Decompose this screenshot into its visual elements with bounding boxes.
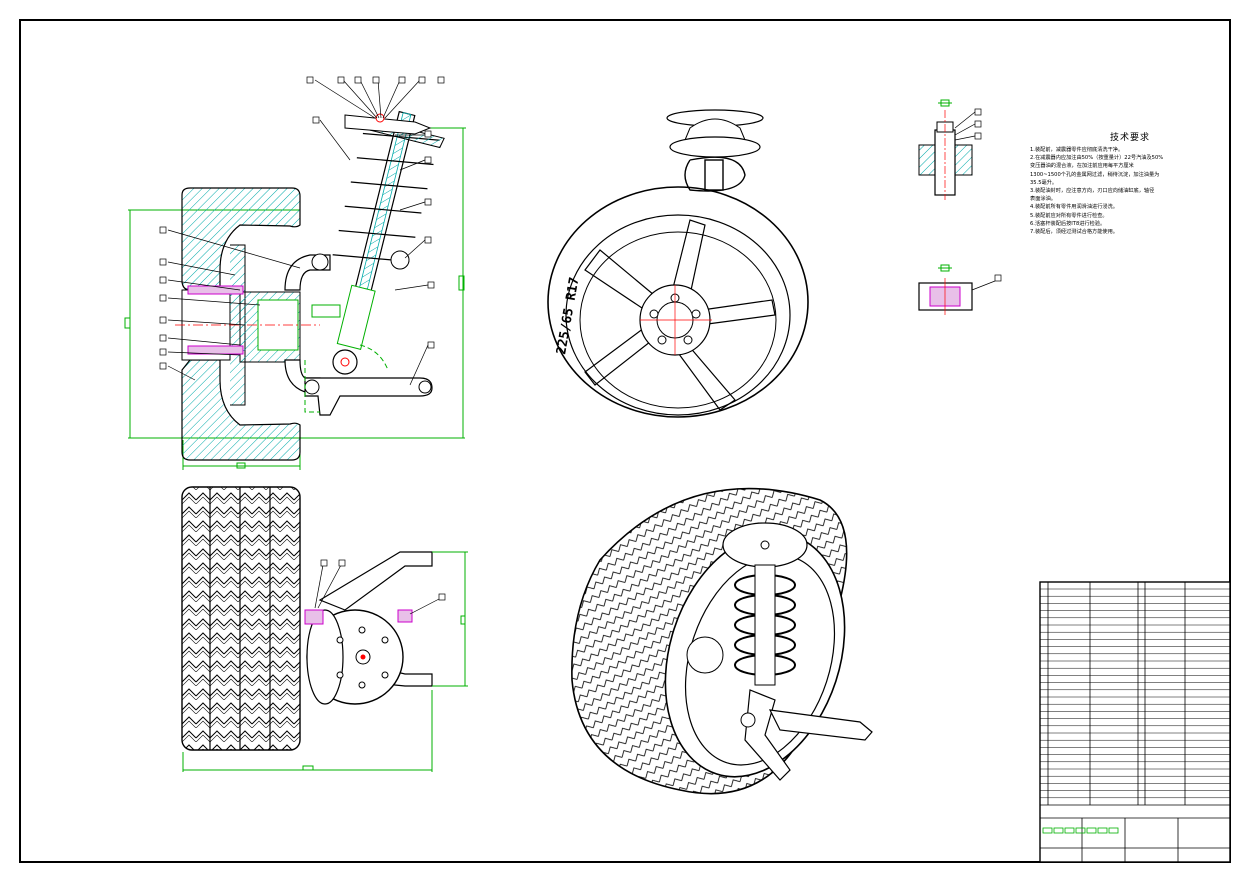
- side-view-wheel: 225/65 R17: [547, 109, 809, 455]
- technical-requirements: 技术要求 1.装配前，减震器零件应彻底清洗干净。 2.在减震器内应加注由50%（按…: [1030, 130, 1230, 236]
- tech-req-line: 35.5毫升。: [1030, 179, 1058, 186]
- tech-req-line: 7.装配后，须经过测试合格方能使用。: [1030, 229, 1118, 236]
- title-block-cell: [1075, 827, 1086, 834]
- title-block-cell: [1053, 827, 1064, 834]
- sheet-border: [19, 19, 1231, 863]
- tech-req-line: 4.装配前所有零件用润滑油进行浸洗。: [1030, 204, 1118, 211]
- tech-req-line: 1300~1500个孔的金属网过滤，稍待沉淀，加注油量为: [1030, 171, 1160, 178]
- title-block-cell: [1097, 827, 1108, 834]
- tech-req-title: 技术要求: [1109, 133, 1150, 143]
- tech-req-line: 1.装配前，减震器零件应彻底清洗干净。: [1030, 147, 1124, 153]
- parts-list-table: [1039, 581, 1231, 863]
- tech-req-line: 表面涂油。: [1030, 196, 1056, 203]
- isometric-view: [571, 487, 873, 795]
- tech-req-line: 变压器油的混合液，在加注前应用每平方厘米: [1030, 163, 1134, 170]
- front-section-view: [124, 76, 466, 470]
- title-block-cell: [1042, 827, 1053, 834]
- title-block-cell: [1064, 827, 1075, 834]
- top-view: [181, 486, 468, 772]
- title-block-cell: [1108, 827, 1119, 834]
- tech-req-line: 3.装配油封时，应注意方向，刃口应向储油缸底，轴径: [1030, 188, 1155, 195]
- title-block-cell: [1086, 827, 1097, 834]
- tech-req-line: 2.在减震器内应加注由50%（按重量计）22号汽油及50%: [1030, 155, 1164, 162]
- bolt-detail-2: [918, 264, 1002, 315]
- tech-req-line: 6.活塞杆装配后按IT8进行检验。: [1030, 220, 1106, 227]
- tech-req-line: 5.装配前应对所有零件进行检查。: [1030, 212, 1108, 219]
- tech-req-lines: 1.装配前，减震器零件应彻底清洗干净。 2.在减震器内应加注由50%（按重量计）2…: [1030, 146, 1230, 236]
- bolt-detail-1: [918, 99, 982, 200]
